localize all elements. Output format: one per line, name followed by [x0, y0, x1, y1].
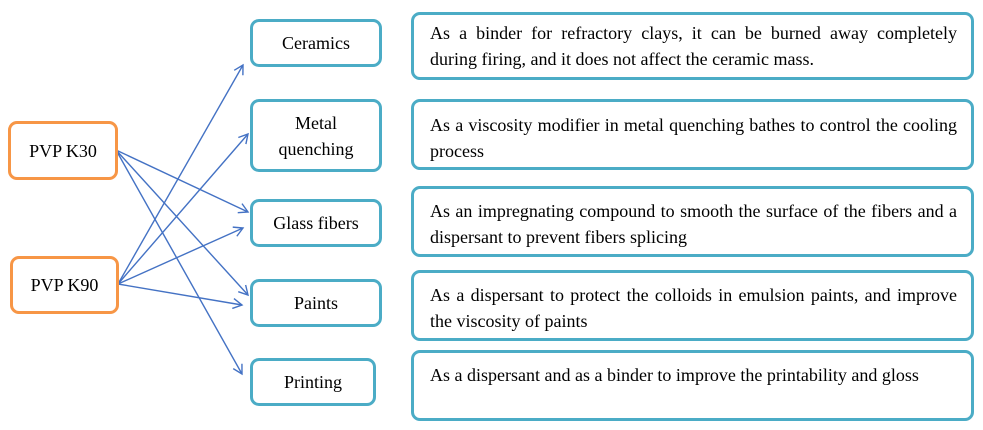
description-printing: As a dispersant and as a binder to impro…: [411, 350, 974, 421]
application-label-line: quenching: [278, 138, 354, 159]
application-label: Glass fibers: [273, 213, 359, 233]
description-metal-quenching: As a viscosity modifier in metal quenchi…: [411, 99, 974, 170]
source-pvp-k90: PVP K90: [10, 256, 119, 314]
description-glass-fibers: As an impregnating compound to smooth th…: [411, 186, 974, 257]
application-label: Printing: [283, 372, 342, 392]
source-label: PVP K90: [30, 275, 99, 295]
description-text: As an impregnating compound to smooth th…: [430, 201, 957, 247]
arrow-k30-to-paints: [115, 149, 249, 297]
description-ceramics: As a binder for refractory clays, it can…: [411, 12, 974, 80]
application-label-line: Metal: [295, 112, 337, 133]
application-metal-quenching: Metal quenching: [250, 99, 382, 172]
application-printing: Printing: [250, 358, 376, 406]
application-glass-fibers: Glass fibers: [250, 199, 382, 247]
arrow-k90-to-ceramics: [117, 63, 244, 285]
application-label: Paints: [293, 293, 338, 313]
description-paints: As a dispersant to protect the colloids …: [411, 270, 974, 341]
arrow-k30-to-printing: [115, 149, 243, 376]
application-label: Ceramics: [282, 33, 350, 53]
description-text: As a viscosity modifier in metal quenchi…: [430, 115, 957, 161]
application-ceramics: Ceramics: [250, 19, 382, 67]
description-text: As a dispersant and as a binder to impro…: [430, 365, 919, 385]
arrow-k90-to-metal: [117, 132, 249, 285]
arrow-k90-to-paints: [117, 283, 244, 310]
arrow-k90-to-glass: [117, 226, 245, 285]
description-text: As a binder for refractory clays, it can…: [430, 23, 957, 69]
application-paints: Paints: [250, 279, 382, 327]
source-pvp-k30: PVP K30: [8, 121, 118, 180]
source-label: PVP K30: [29, 140, 97, 161]
arrow-k30-to-glass: [115, 149, 250, 214]
description-text: As a dispersant to protect the colloids …: [430, 285, 957, 331]
